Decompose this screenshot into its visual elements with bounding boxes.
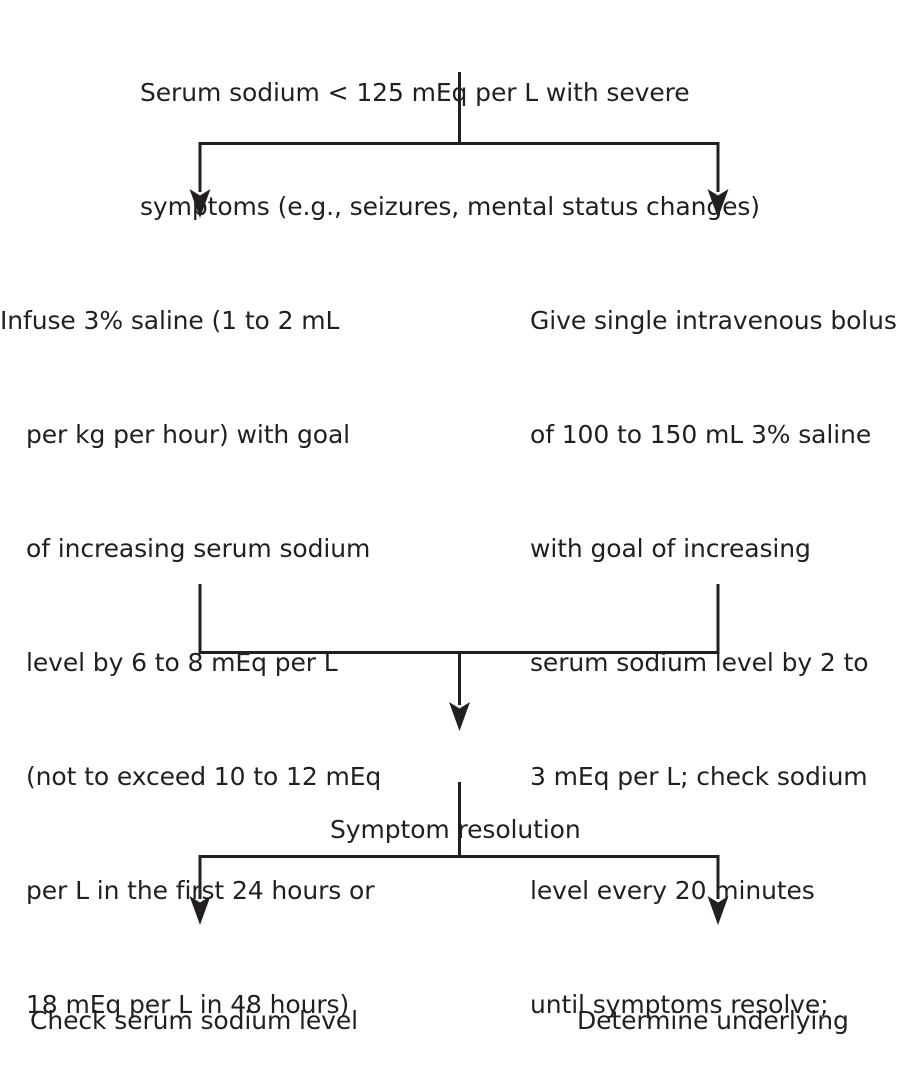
left-treatment-line-1: Infuse 3% saline (1 to 2 mL xyxy=(0,306,340,335)
right-treatment-line-1: Give single intravenous bolus xyxy=(530,306,897,335)
right-treatment-line-3: with goal of increasing xyxy=(530,534,811,563)
right-treatment-line-2: of 100 to 150 mL 3% saline xyxy=(530,420,872,449)
right-treatment-line-7: until symptoms resolve; xyxy=(530,990,829,1019)
node-serum-sodium-severe-symptoms: Serum sodium < 125 mEq per L with severe… xyxy=(140,0,760,302)
arrowhead-to-resolution xyxy=(449,702,470,731)
right-treatment-line-4: serum sodium level by 2 to xyxy=(530,648,869,677)
left-treatment-line-7: 18 mEq per L in 48 hours) xyxy=(26,990,350,1019)
node-infuse-hypertonic-saline: Infuse 3% saline (1 to 2 mL per kg per h… xyxy=(0,226,392,1069)
left-treatment-line-4: level by 6 to 8 mEq per L xyxy=(26,648,338,677)
bottom-right-line-1: Determine underlying xyxy=(577,1006,849,1035)
node-title-line-1: Serum sodium < 125 mEq per L with severe xyxy=(140,78,690,107)
node-give-iv-bolus: Give single intravenous bolus of 100 to … xyxy=(530,226,897,1069)
node-check-serum-sodium-level: Check serum sodium level every two hours… xyxy=(30,926,358,1069)
left-treatment-line-6: per L in the first 24 hours or xyxy=(26,876,375,905)
bottom-left-line-1: Check serum sodium level xyxy=(30,1006,359,1035)
node-symptom-resolution: Symptom resolution xyxy=(330,735,581,925)
node-title-line-2: symptoms (e.g., seizures, mental status … xyxy=(140,192,760,221)
resolution-line-1: Symptom resolution xyxy=(330,815,581,844)
left-treatment-line-5: (not to exceed 10 to 12 mEq xyxy=(26,762,382,791)
right-treatment-line-5: 3 mEq per L; check sodium xyxy=(530,762,868,791)
right-treatment-line-6: level every 20 minutes xyxy=(530,876,815,905)
node-determine-underlying-cause: Determine underlying cause (see Table 1) xyxy=(577,926,849,1069)
left-treatment-line-2: per kg per hour) with goal xyxy=(26,420,351,449)
left-treatment-line-3: of increasing serum sodium xyxy=(26,534,371,563)
